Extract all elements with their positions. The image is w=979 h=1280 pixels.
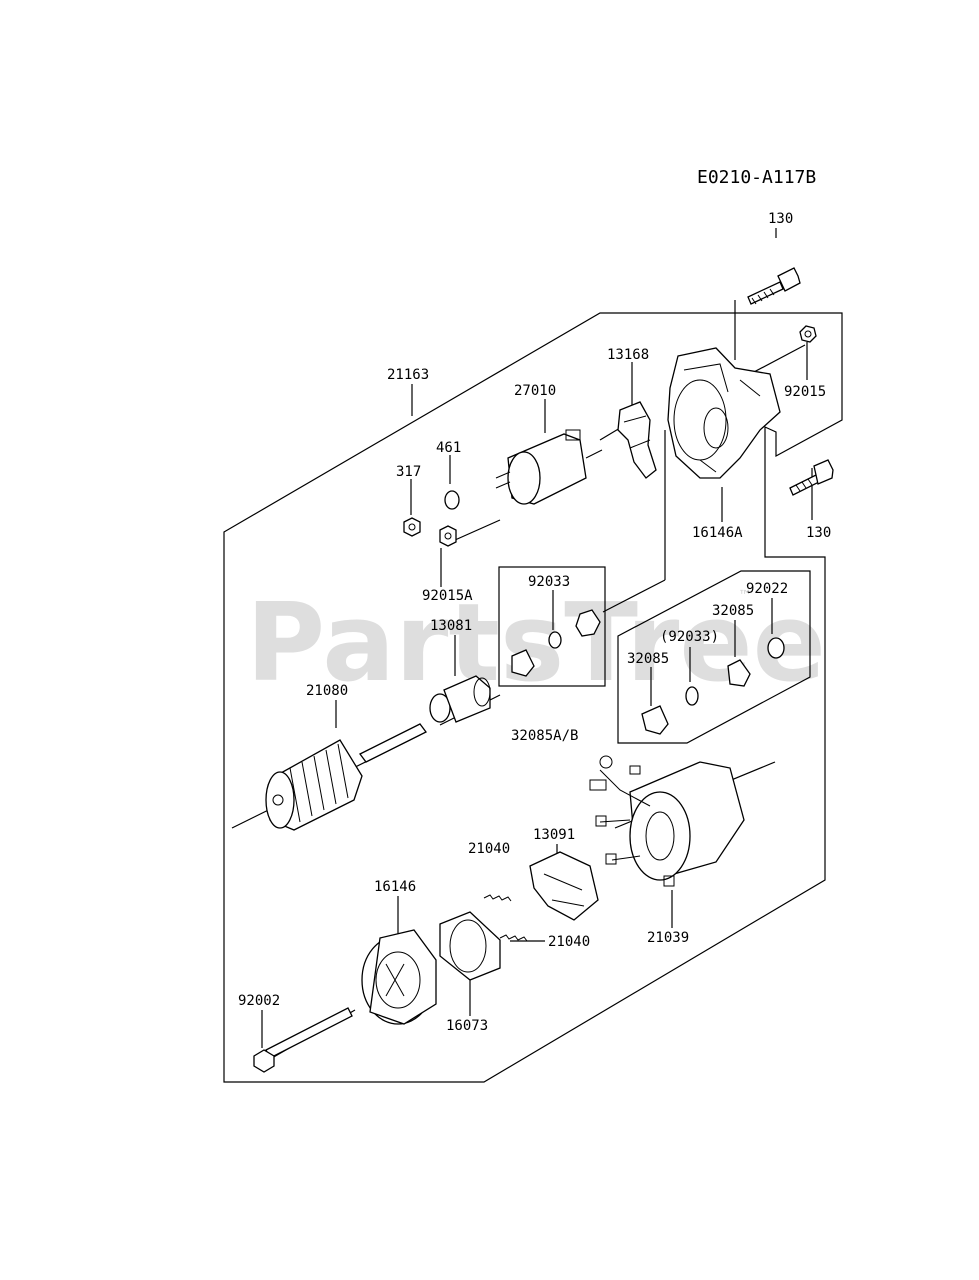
- label-32085-b: 32085: [627, 651, 669, 667]
- washer-461: [444, 490, 460, 510]
- label-92033: 92033: [528, 574, 570, 590]
- bolt-130-top: [747, 267, 801, 305]
- label-13081: 13081: [430, 618, 472, 634]
- label-130-right: 130: [806, 525, 831, 541]
- label-92015A: 92015A: [422, 588, 473, 604]
- label-21039: 21039: [647, 930, 689, 946]
- label-13091: 13091: [533, 827, 575, 843]
- assembly-boundary: [223, 312, 843, 1083]
- label-16073: 16073: [446, 1018, 488, 1034]
- label-32085-a: 32085: [712, 603, 754, 619]
- diagram-code: E0210-A117B: [697, 167, 816, 188]
- label-92015: 92015: [784, 384, 826, 400]
- label-92002: 92002: [238, 993, 280, 1009]
- solenoid-27010: [495, 429, 603, 505]
- brush-holder-13091: [529, 851, 599, 921]
- nut-92015: [799, 325, 817, 343]
- drive-13081: [429, 675, 491, 723]
- group-box-92033: [498, 566, 606, 687]
- watermark-trademark: ™: [738, 588, 752, 604]
- label-13168: 13168: [607, 347, 649, 363]
- label-27010: 27010: [514, 383, 556, 399]
- label-317: 317: [396, 464, 421, 480]
- parts-32085-group: [641, 637, 785, 735]
- label-16146A: 16146A: [692, 525, 743, 541]
- label-92022: 92022: [746, 581, 788, 597]
- label-130-top: 130: [768, 211, 793, 227]
- armature-21080: [265, 723, 427, 831]
- label-32085AB: 32085A/B: [511, 728, 578, 744]
- through-bolt-92002: [253, 1007, 353, 1073]
- nut-317: [403, 517, 421, 537]
- label-16146: 16146: [374, 879, 416, 895]
- end-cover-16146: [361, 929, 437, 1025]
- yoke-field-coil: [589, 755, 745, 887]
- group-box-32085AB: [617, 570, 811, 744]
- part-92033: [511, 609, 601, 677]
- watermark-text: PartsTree: [246, 581, 826, 706]
- bolt-130-right: [789, 459, 834, 496]
- plate-16073: [439, 911, 501, 981]
- lever-13168: [617, 401, 657, 479]
- label-21040-a: 21040: [468, 841, 510, 857]
- springs-21040: [483, 894, 528, 942]
- label-21040-b: 21040: [548, 934, 590, 950]
- label-21163: 21163: [387, 367, 429, 383]
- label-21080: 21080: [306, 683, 348, 699]
- label-461: 461: [436, 440, 461, 456]
- housing-16146A: [667, 347, 781, 479]
- label-92033-paren: (92033): [660, 629, 719, 645]
- nut-92015A: [439, 525, 457, 547]
